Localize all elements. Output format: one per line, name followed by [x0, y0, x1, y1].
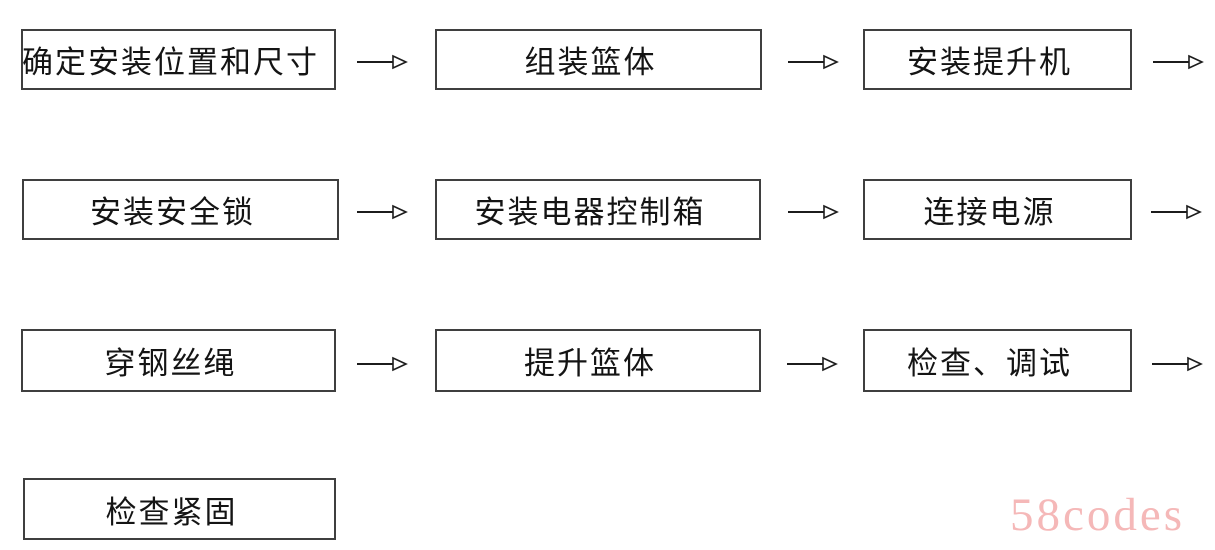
flow-arrow-icon [788, 54, 839, 70]
step-label: 连接电源 [923, 195, 1056, 230]
step-label: 安装安全锁 [90, 195, 255, 230]
step-lift-basket: 提升篮体 [435, 329, 761, 392]
step-label: 穿钢丝绳 [104, 346, 237, 381]
step-label: 安装提升机 [907, 45, 1072, 80]
flow-arrow-icon [1152, 356, 1203, 372]
step-label: 检查、调试 [907, 346, 1072, 381]
step-connect-power: 连接电源 [863, 179, 1132, 240]
watermark-58codes: 58codes [1010, 489, 1186, 541]
step-determine-position-size: 确定安装位置和尺寸 [21, 29, 336, 90]
step-install-safety-lock: 安装安全锁 [22, 179, 339, 240]
flow-arrow-icon [357, 204, 408, 220]
flow-arrow-icon [357, 54, 408, 70]
flow-arrow-icon [788, 204, 839, 220]
step-label: 安装电器控制箱 [474, 195, 706, 230]
step-assemble-basket: 组装篮体 [435, 29, 762, 90]
step-install-electric-control-box: 安装电器控制箱 [435, 179, 761, 240]
step-install-hoist: 安装提升机 [863, 29, 1132, 90]
step-thread-wire-rope: 穿钢丝绳 [21, 329, 336, 392]
step-label: 组装篮体 [524, 45, 657, 80]
step-label: 确定安装位置和尺寸 [22, 45, 319, 80]
flow-arrow-icon [1151, 204, 1202, 220]
flow-arrow-icon [787, 356, 838, 372]
flow-arrow-icon [357, 356, 408, 372]
step-check-fastening: 检查紧固 [23, 478, 336, 540]
flow-arrow-icon [1153, 54, 1204, 70]
step-label: 提升篮体 [524, 346, 656, 381]
step-label: 检查紧固 [105, 494, 238, 530]
step-inspect-debug: 检查、调试 [863, 329, 1132, 392]
